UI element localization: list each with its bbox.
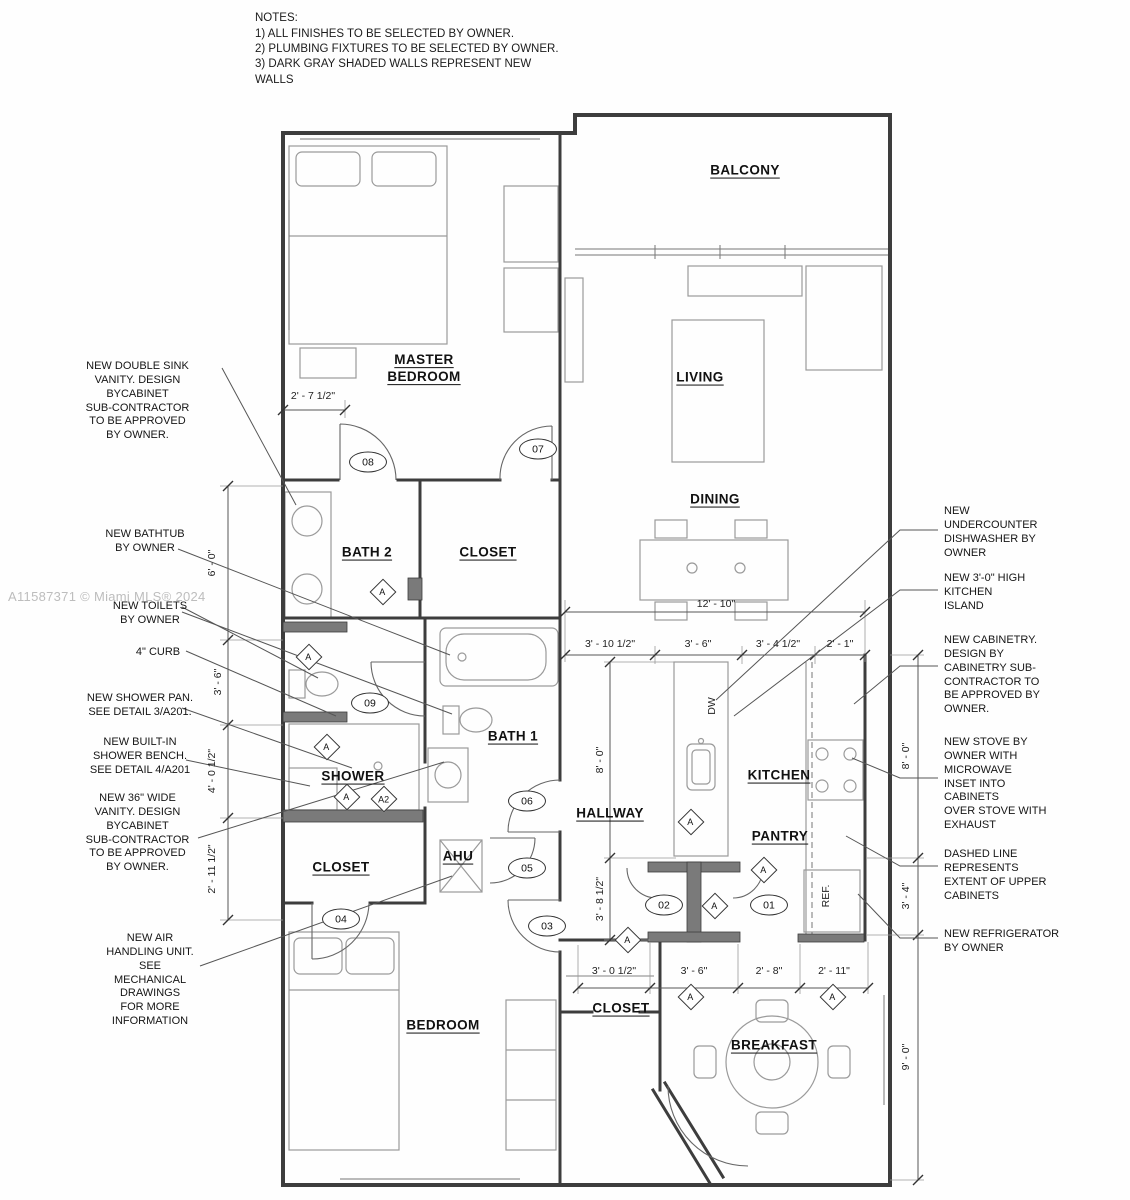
keynote-upper-cabinets: DASHED LINE REPRESENTS EXTENT OF UPPER C… (944, 848, 1047, 902)
room-label-bedroom: BEDROOM (406, 1017, 480, 1033)
dimension-label: 8' - 0" (900, 742, 912, 770)
room-label-ahu: AHU (442, 848, 474, 864)
door-tag: 01 (750, 894, 788, 916)
room-label-bath2: BATH 2 (341, 544, 393, 560)
room-label-pantry: PANTRY (751, 828, 809, 844)
keynote-kitchen-island: NEW 3'-0" HIGH KITCHEN ISLAND (944, 572, 1026, 612)
keynote-refrigerator: NEW REFRIGERATOR BY OWNER (944, 928, 1060, 954)
keynote-marker-label: A (343, 791, 351, 802)
dimension-label: 3' - 4" (900, 882, 912, 910)
door-tag: 05 (508, 857, 546, 879)
keynote-marker-label: A (829, 991, 837, 1002)
interior-walls (281, 131, 867, 1188)
door-tag: 04 (322, 908, 360, 930)
keynote-shower-pan: NEW SHOWER PAN. SEE DETAIL 3/A201. (86, 692, 194, 718)
keynote-toilets: NEW TOILETS BY OWNER (112, 600, 188, 626)
room-label-closet-bottom: CLOSET (592, 1000, 650, 1016)
keynote-marker-label: A (323, 741, 331, 752)
room-label-bath1: BATH 1 (487, 728, 539, 744)
dimension-label: 8' - 0" (594, 746, 606, 774)
keynote-bathtub: NEW BATHTUB BY OWNER (105, 528, 185, 554)
dimension-extensions (220, 400, 924, 1181)
keynote-marker-label: A (760, 864, 768, 875)
dimension-label: 3' - 0 1/2" (591, 965, 637, 977)
dimension-ticks (222, 404, 924, 1186)
exterior-walls (281, 113, 892, 1187)
dimension-label: 3' - 8 1/2" (594, 876, 606, 922)
keynote-cabinetry: NEW CABINETRY. DESIGN BY CABINETRY SUB- … (944, 634, 1040, 716)
keynote-marker-label: A (687, 991, 695, 1002)
keynote-stove: NEW STOVE BY OWNER WITH MICROWAVE INSET … (944, 736, 1047, 832)
door-tag: 02 (645, 894, 683, 916)
room-label-living: LIVING (676, 369, 724, 385)
door-tag: 08 (349, 451, 387, 473)
door-tag: 06 (508, 790, 546, 812)
dimension-label: 2' - 8" (755, 965, 783, 977)
room-label-hallway: HALLWAY (576, 805, 644, 821)
keynote-36in-vanity: NEW 36" WIDE VANITY. DESIGN BYCABINET SU… (85, 792, 190, 874)
keynote-marker-label: A (687, 816, 695, 827)
room-label-dining: DINING (690, 491, 740, 507)
keynote-marker-label: A (711, 900, 719, 911)
notes-title: NOTES: (255, 12, 298, 24)
room-label-breakfast: BREAKFAST (730, 1037, 818, 1053)
dimension-label: 2' - 7 1/2" (290, 390, 336, 402)
dimension-label: 3' - 6" (680, 965, 708, 977)
dimension-label: 9' - 0" (900, 1043, 912, 1071)
keynote-curb: 4" CURB (135, 646, 181, 658)
door-tag: 09 (351, 692, 389, 714)
keynote-air-handling-unit: NEW AIR HANDLING UNIT. SEE MECHANICAL DR… (106, 932, 194, 1028)
door-tag: 07 (519, 438, 557, 460)
keynote-marker-label: A (624, 934, 632, 945)
keynote-marker-label: A2 (378, 793, 390, 804)
refrigerator-label: REF. (820, 884, 832, 908)
keynote-dishwasher: NEW UNDERCOUNTER DISHWASHER BY OWNER (944, 505, 1038, 559)
dimension-label: 2' - 11" (818, 965, 850, 977)
dimension-label: 3' - 6" (684, 638, 712, 650)
room-label-balcony: BALCONY (710, 162, 780, 178)
dimension-label: 6' - 0" (206, 549, 218, 577)
dimension-label: 2' - 1" (826, 638, 854, 650)
dishwasher-label: DW (706, 697, 718, 715)
dimension-label: 3' - 10 1/2" (584, 638, 636, 650)
dimension-label: 3' - 4 1/2" (755, 638, 801, 650)
door-tag: 03 (528, 915, 566, 937)
keynote-marker-label: A (305, 651, 313, 662)
room-label-master-bedroom: MASTER BEDROOM (387, 352, 461, 384)
room-label-closet-left: CLOSET (312, 859, 370, 875)
dimension-label: 12' - 10" (696, 598, 736, 610)
mls-watermark: A11587371 © Miami MLS® 2024 (8, 589, 206, 604)
room-label-closet-bath: CLOSET (459, 544, 517, 560)
keynote-marker-label: A (379, 586, 387, 597)
room-label-shower: SHOWER (321, 768, 385, 784)
new-gray-walls (282, 577, 865, 943)
keynote-shower-bench: NEW BUILT-IN SHOWER BENCH. SEE DETAIL 4/… (89, 736, 191, 776)
furniture-layer (284, 145, 883, 1151)
notes-body: 1) ALL FINISHES TO BE SELECTED BY OWNER.… (255, 28, 559, 86)
room-label-kitchen: KITCHEN (747, 767, 811, 783)
window-lines (288, 138, 890, 1180)
keynote-leaders (177, 367, 938, 967)
keynote-double-sink-vanity: NEW DOUBLE SINK VANITY. DESIGN BYCABINET… (85, 360, 190, 442)
